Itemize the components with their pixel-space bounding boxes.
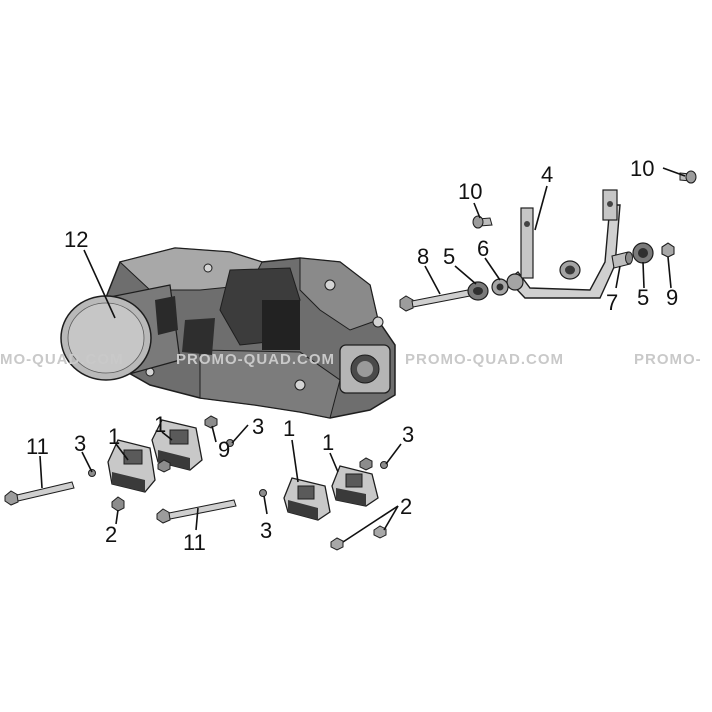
rubber-mount [467, 281, 489, 301]
callout-3-b: 3 [252, 414, 264, 439]
callout-6: 6 [477, 236, 489, 261]
nut-lower-e [359, 457, 373, 471]
small-bolt-right [679, 170, 697, 184]
callout-3-d: 3 [402, 422, 414, 447]
callout-1-a: 1 [108, 424, 120, 449]
long-bolt [399, 289, 471, 312]
engine-bracket [506, 189, 621, 299]
nut-lower-b [157, 459, 171, 473]
small-bolt-b [226, 439, 234, 447]
callout-1-c: 1 [283, 416, 295, 441]
small-bolt-a [88, 469, 96, 477]
small-bolt-c [259, 489, 267, 497]
engine-assembly [60, 247, 396, 419]
callout-7: 7 [606, 290, 618, 315]
nut-right [661, 242, 675, 258]
leader-lines [39, 167, 686, 543]
mount-bracket-b [151, 419, 203, 471]
mount-bracket-d [331, 465, 379, 507]
callout-3-a: 3 [74, 431, 86, 456]
small-bolt-left [472, 215, 493, 229]
watermark: MO-QUAD.COM PROMO-QUAD.COM PROMO-QUAD.CO… [0, 351, 702, 368]
callout-2-b: 2 [400, 494, 412, 519]
callout-8: 8 [417, 244, 429, 269]
nut-lower-a [111, 496, 125, 512]
mount-bracket-c [283, 477, 331, 521]
callout-11-center: 11 [183, 530, 206, 555]
callout-4: 4 [541, 162, 553, 187]
callout-10-left: 10 [458, 179, 482, 204]
callout-5-right: 5 [637, 285, 649, 310]
nut-upper-mid [204, 415, 218, 429]
watermark-text-4: PROMO- [634, 351, 702, 368]
callout-1-d: 1 [322, 430, 334, 455]
callout-9-left: 9 [218, 437, 230, 462]
watermark-text-2: PROMO-QUAD.COM [176, 351, 335, 368]
watermark-text-3: PROMO-QUAD.COM [405, 351, 564, 368]
callout-5-left: 5 [443, 244, 455, 269]
lower-long-bolt-center [156, 499, 237, 524]
callout-9-right: 9 [666, 285, 678, 310]
nut-lower-c [330, 537, 344, 551]
rubber-mount-right [632, 242, 654, 264]
callout-11-left: 11 [26, 434, 49, 459]
nut-lower-d [373, 525, 387, 539]
spacer [611, 251, 633, 269]
mount-bracket-a [107, 439, 156, 493]
callout-12: 12 [64, 227, 88, 252]
watermark-text-1: MO-QUAD.COM [0, 351, 124, 368]
washer [491, 278, 509, 296]
callout-labels: 12 4 10 10 8 5 6 7 5 9 11 3 1 1 9 3 2 11… [26, 156, 678, 555]
callout-3-c: 3 [260, 518, 272, 543]
callout-2-a: 2 [105, 522, 117, 547]
callout-1-b: 1 [154, 412, 166, 437]
callout-10-right: 10 [630, 156, 654, 181]
lower-long-bolt-left [4, 481, 75, 506]
